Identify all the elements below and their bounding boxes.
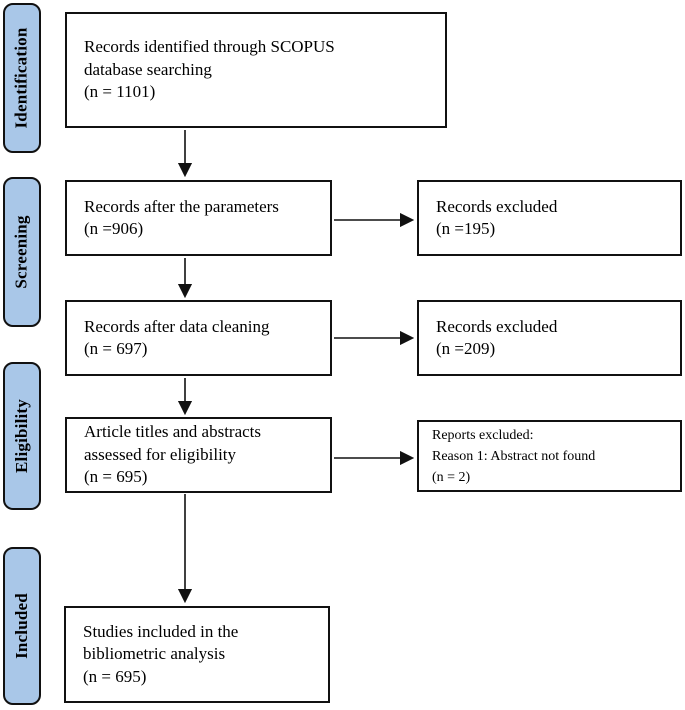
box-titles-abstracts-assessed: Article titles and abstracts assessed fo… xyxy=(65,417,332,493)
stage-identification: Identification xyxy=(3,3,41,153)
box-reports-excluded-text: Reports excluded: Reason 1: Abstract not… xyxy=(432,427,596,485)
box-records-identified-text: Records identified through SCOPUS databa… xyxy=(84,37,335,102)
box-records-excluded-cleaning: Records excluded (n =209) xyxy=(417,300,682,376)
stage-included-label: Included xyxy=(12,593,32,659)
stage-eligibility: Eligibility xyxy=(3,362,41,510)
stage-screening: Screening xyxy=(3,177,41,327)
box-records-after-data-cleaning: Records after data cleaning (n = 697) xyxy=(65,300,332,376)
box-studies-included-text: Studies included in the bibliometric ana… xyxy=(83,621,239,686)
box-records-excluded-cleaning-text: Records excluded (n =209) xyxy=(436,316,558,358)
box-records-after-parameters-text: Records after the parameters (n =906) xyxy=(84,196,279,238)
box-records-identified: Records identified through SCOPUS databa… xyxy=(65,12,447,128)
box-records-after-parameters: Records after the parameters (n =906) xyxy=(65,180,332,256)
box-reports-excluded: Reports excluded: Reason 1: Abstract not… xyxy=(417,420,682,492)
stage-identification-label: Identification xyxy=(12,27,31,129)
box-records-excluded-parameters-text: Records excluded (n =195) xyxy=(436,196,558,238)
box-records-excluded-parameters: Records excluded (n =195) xyxy=(417,180,682,256)
box-studies-included: Studies included in the bibliometric ana… xyxy=(64,606,330,703)
box-records-after-data-cleaning-text: Records after data cleaning (n = 697) xyxy=(84,316,270,358)
stage-included: Included xyxy=(3,547,41,705)
stage-eligibility-label: Eligibility xyxy=(12,399,31,473)
stage-screening-label: Screening xyxy=(12,215,32,289)
box-titles-abstracts-assessed-text: Article titles and abstracts assessed fo… xyxy=(84,422,262,487)
